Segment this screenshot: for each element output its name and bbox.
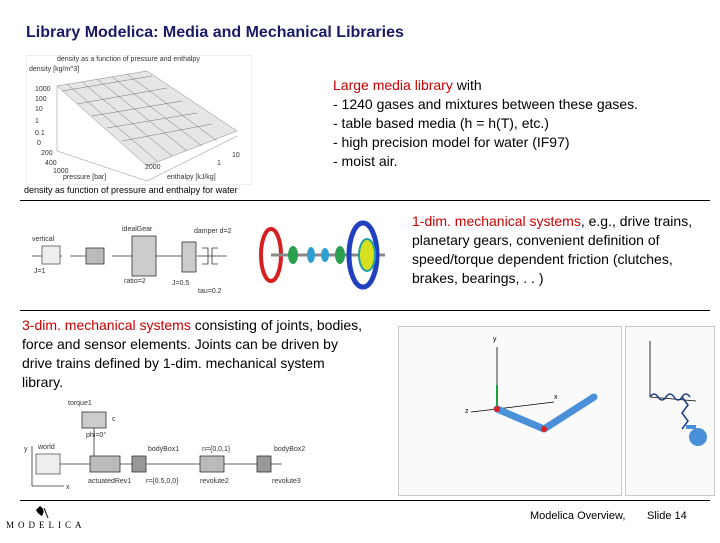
plot-tick-p3: 400	[45, 160, 57, 167]
plot-tick-p2: 200	[41, 150, 53, 157]
dt-label-6: damper d=2	[194, 228, 232, 235]
mb-label-3: phi=0°	[86, 432, 107, 439]
mb-label-2: c	[112, 416, 116, 423]
plot-title: density as a function of pressure and en…	[57, 56, 200, 63]
media-bullet-2: - table based media (h = h(T), etc.)	[333, 115, 549, 131]
mb-label-7: actuatedRev1	[88, 478, 132, 485]
plot-xlabel: pressure [bar]	[63, 174, 107, 181]
svg-text:x: x	[554, 394, 558, 401]
dt-label-1: vertical	[32, 236, 55, 243]
svg-text:z: z	[465, 408, 469, 415]
plot-tick-h3: 10	[232, 152, 240, 159]
media-bullet-4: - moist air.	[333, 153, 398, 169]
media-heading: Large media library	[333, 77, 453, 93]
plot-tick-z1: 1000	[35, 86, 51, 93]
mb-label-1: torque1	[68, 400, 92, 407]
mech3d-text: consisting of joints, bodies, force and …	[22, 317, 363, 390]
media-caption: density as function of pressure and enth…	[24, 185, 238, 195]
mb-label-10: revolute2	[200, 478, 229, 485]
planetary-gear-graphic	[259, 220, 385, 290]
plot-tick-z5: 0.1	[35, 130, 45, 137]
divider-2	[20, 310, 710, 311]
plot-tick-h2: 1	[217, 160, 221, 167]
3d-arm-graphic: y z x	[465, 336, 598, 433]
surface-plot-graphic	[56, 70, 238, 182]
dt-label-4: ratio=2	[124, 278, 146, 285]
plot-tick-z2: 100	[35, 96, 47, 103]
modelica-logo: MODELICA	[6, 504, 86, 538]
plot-tick-z4: 1	[35, 118, 39, 125]
plot-tick-p4: 1000	[53, 168, 69, 175]
dt-label-2: J=1	[34, 268, 46, 275]
plot-tick-p1: 0	[37, 140, 41, 147]
mb-label-5: y	[24, 446, 28, 453]
slide-title: Library Modelica: Media and Mechanical L…	[26, 24, 404, 41]
drive-train-diagram: vertical J=1 idealGear ratio=2 J=0.5 dam…	[22, 218, 237, 298]
divider-1	[20, 200, 710, 201]
media-bullet-1: - 1240 gases and mixtures between these …	[333, 96, 639, 112]
logo-text: MODELICA	[6, 520, 86, 530]
plot-xlabel2: enthalpy [kJ/kg]	[167, 174, 216, 181]
mb-label-11: bodyBox2	[274, 446, 306, 453]
dt-label-5: J=0.5	[172, 280, 190, 287]
mech3d-description: 3-dim. mechanical systems consisting of …	[22, 316, 367, 392]
logo-mark	[36, 506, 49, 519]
3d-spring-graphic	[649, 341, 707, 446]
media-heading-rest: with	[452, 77, 482, 93]
svg-text:y: y	[493, 336, 497, 343]
mech1d-description: 1-dim. mechanical systems, e.g., drive t…	[412, 212, 707, 288]
media-bullet-3: - high precision model for water (IF97)	[333, 134, 570, 150]
mech1d-heading: 1-dim. mechanical systems	[412, 213, 581, 229]
footer-divider	[20, 500, 710, 501]
mb-label-8: bodyBox1	[148, 446, 180, 453]
dt-label-3: idealGear	[122, 226, 153, 233]
mech3d-heading: 3-dim. mechanical systems	[22, 317, 191, 333]
multibody-diagram: torque1 c phi=0° world y x actuatedRev1 …	[22, 398, 322, 493]
mech1d-text: , e.g., drive trains, planetary gears, c…	[412, 213, 693, 286]
footer-presentation: Modelica Overview,	[530, 510, 626, 522]
mb-label-9: n={0,0,1}	[202, 446, 231, 453]
plot-tick-h1: 2000	[145, 164, 161, 171]
plot-tick-z3: 10	[35, 106, 43, 113]
multibody-graphic	[31, 411, 282, 487]
drive-train-graphic	[32, 235, 227, 277]
plot-ylabel: density [kg/m^3]	[29, 66, 80, 73]
3d-spring-view	[625, 326, 715, 496]
planetary-gear-image	[255, 215, 395, 295]
mb-label-13: revolute3	[272, 478, 301, 485]
dt-label-7: tau=0.2	[198, 288, 222, 295]
3d-arm-view: y z x	[398, 326, 622, 496]
mb-label-12: r={0.5,0,0}	[146, 478, 179, 485]
media-description: Large media library with - 1240 gases an…	[333, 76, 703, 171]
mb-label-6: x	[66, 484, 70, 491]
density-surface-plot: density as a function of pressure and en…	[26, 55, 252, 185]
footer-slide-number: Slide 14	[647, 510, 687, 522]
mb-label-4: world	[38, 444, 55, 451]
